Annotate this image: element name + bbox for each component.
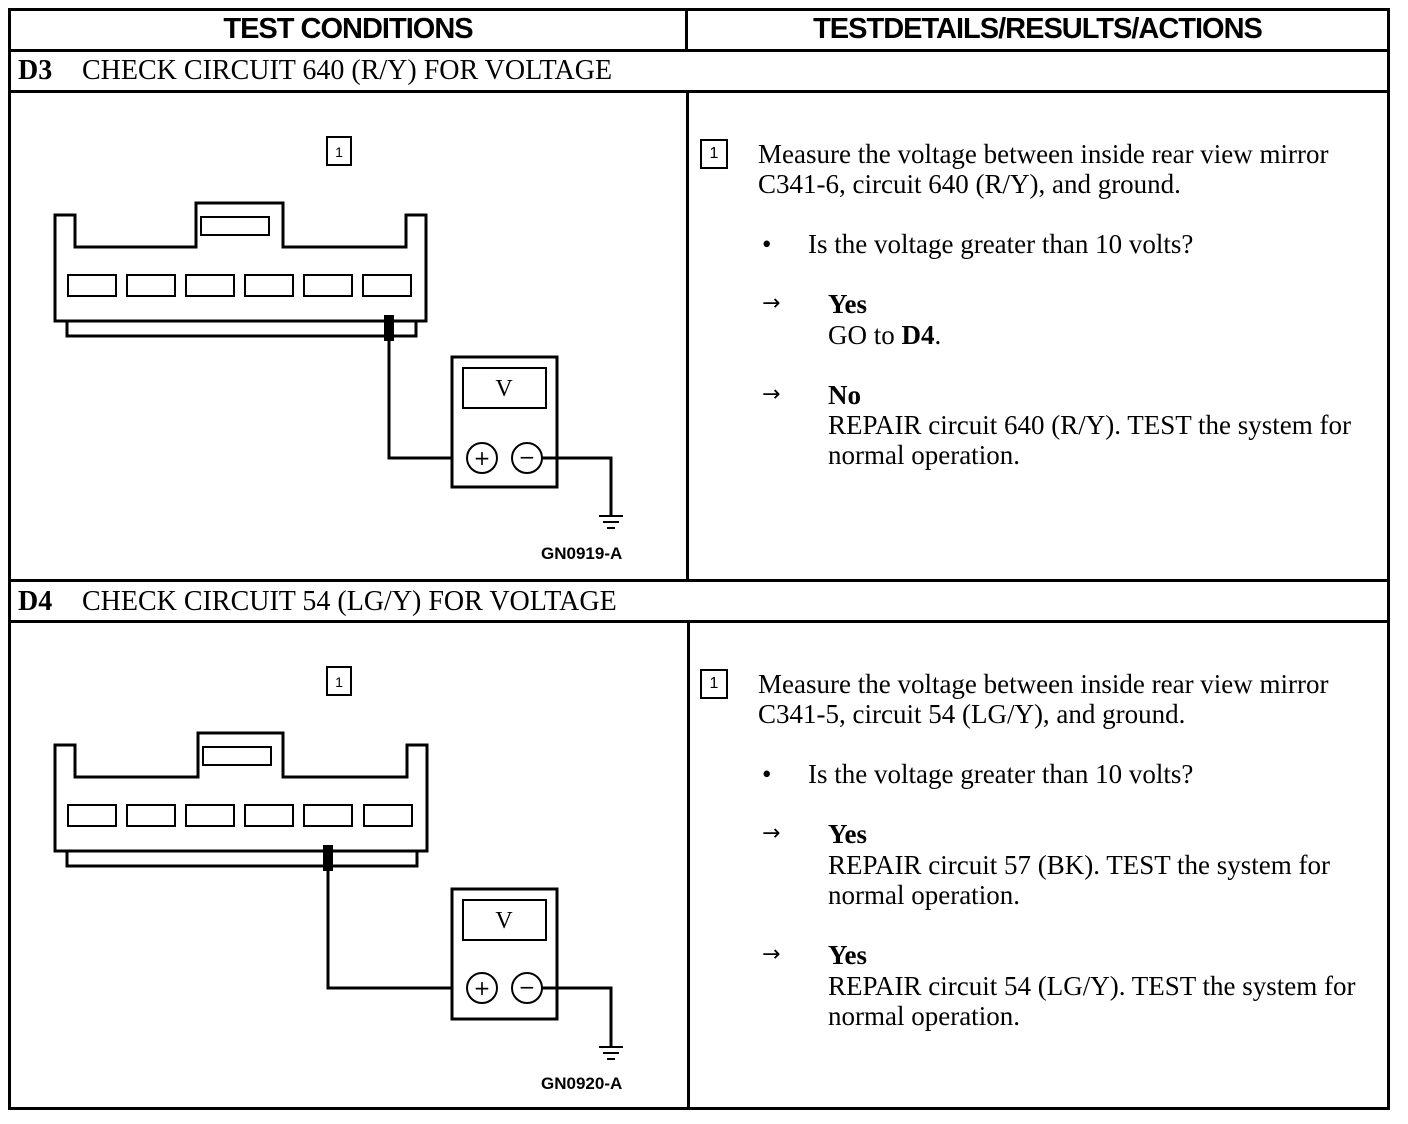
d3-answer-1-arrow-icon: → — [762, 291, 781, 316]
step-d3-title-row: D3 CHECK CIRCUIT 640 (R/Y) FOR VOLTAGE — [18, 52, 612, 90]
d4-section-divider — [8, 579, 1390, 582]
d4-probe-tip — [323, 845, 333, 871]
d3-positive-terminal-label: + — [474, 446, 491, 470]
d4-bullet: • — [762, 759, 772, 789]
d3-answer-2-arrow-icon: → — [762, 382, 781, 407]
d3-negative-terminal-label: − — [519, 445, 536, 469]
d4-negative-lead — [542, 986, 613, 1046]
d3-voltmeter-label: V — [495, 376, 513, 402]
d3-answer-2-action: REPAIR circuit 640 (R/Y). TEST the syste… — [828, 410, 1351, 470]
step-d3-title: CHECK CIRCUIT 640 (R/Y) FOR VOLTAGE — [82, 55, 613, 86]
d4-question: Is the voltage greater than 10 volts? — [808, 759, 1194, 789]
step-d4-title: CHECK CIRCUIT 54 (LG/Y) FOR VOLTAGE — [82, 586, 617, 617]
step-d4-id: D4 — [18, 586, 53, 617]
d3-answer-2-label: No — [828, 380, 861, 410]
d3-diagram-step-marker-label: 1 — [335, 144, 343, 160]
d3-details: 1 Measure the voltage between inside rea… — [694, 93, 1384, 579]
d4-positive-terminal-label: + — [474, 976, 491, 1000]
d4-connector-diagram: 1 V + − GN0920-A — [53, 666, 623, 1093]
d3-positive-lead — [387, 341, 467, 460]
d4-figure-code: GN0920-A — [541, 1074, 622, 1093]
d3-connector-latch — [200, 216, 270, 236]
header-divider — [8, 49, 1390, 52]
d3-probe-tip — [384, 315, 394, 341]
header-column-divider — [685, 8, 688, 50]
step-d4-title-row: D4 CHECK CIRCUIT 54 (LG/Y) FOR VOLTAGE — [18, 583, 617, 621]
d3-bullet: • — [762, 229, 772, 259]
d4-voltmeter-label: V — [495, 908, 513, 934]
d3-diagram-step-marker — [326, 136, 352, 166]
d4-column-divider — [687, 620, 690, 1110]
d3-answer-1-action: GO to D4. — [828, 320, 942, 350]
d4-instruction: Measure the voltage between inside rear … — [758, 669, 1329, 729]
d4-answer-1-label: Yes — [828, 819, 867, 849]
d3-figure-code: GN0919-A — [541, 544, 622, 563]
d4-positive-terminal — [466, 972, 498, 1004]
d4-diagram-step-marker — [326, 666, 352, 696]
d4-answer-2-label: Yes — [828, 940, 867, 970]
d4-details: 1 Measure the voltage between inside rea… — [694, 623, 1384, 1109]
d3-column-divider — [686, 90, 689, 580]
d3-positive-terminal — [466, 442, 498, 474]
d4-positive-lead — [326, 871, 467, 990]
d4-step-marker: 1 — [700, 669, 728, 699]
d3-negative-lead — [542, 456, 613, 515]
d4-diagram-step-marker-label: 1 — [335, 674, 343, 690]
d4-answer-2-arrow-icon: → — [762, 942, 781, 967]
d3-voltmeter-display — [462, 367, 547, 409]
d4-connector-pins — [67, 804, 413, 827]
table-frame — [8, 8, 1390, 1110]
d4-ground-icon — [599, 1046, 623, 1060]
d3-instruction: Measure the voltage between inside rear … — [758, 139, 1329, 199]
d4-answer-1-action: REPAIR circuit 57 (BK). TEST the system … — [828, 850, 1330, 910]
d3-ground-icon — [599, 515, 623, 529]
d3-answer-1-label: Yes — [828, 289, 867, 319]
d3-connector-pins — [67, 274, 412, 297]
d4-voltmeter-display — [462, 899, 547, 941]
d4-negative-terminal-label: − — [519, 975, 536, 999]
d3-connector-base — [65, 321, 418, 338]
d3-step-marker: 1 — [700, 139, 728, 169]
d4-answer-2-action: REPAIR circuit 54 (LG/Y). TEST the syste… — [828, 971, 1356, 1031]
d4-connector-latch — [202, 746, 272, 766]
step-d3-id: D3 — [18, 55, 53, 86]
d4-answer-1-arrow-icon: → — [762, 821, 781, 846]
d3-connector-diagram: 1 V + − GN0919-A — [53, 136, 623, 563]
d3-question: Is the voltage greater than 10 volts? — [808, 229, 1194, 259]
header-test-conditions: TEST CONDITIONS — [223, 12, 473, 45]
header-test-details: TESTDETAILS/RESULTS/ACTIONS — [813, 12, 1263, 45]
d3-title-divider — [8, 90, 1390, 93]
d4-title-divider — [8, 620, 1390, 623]
d4-connector-base — [65, 851, 419, 868]
